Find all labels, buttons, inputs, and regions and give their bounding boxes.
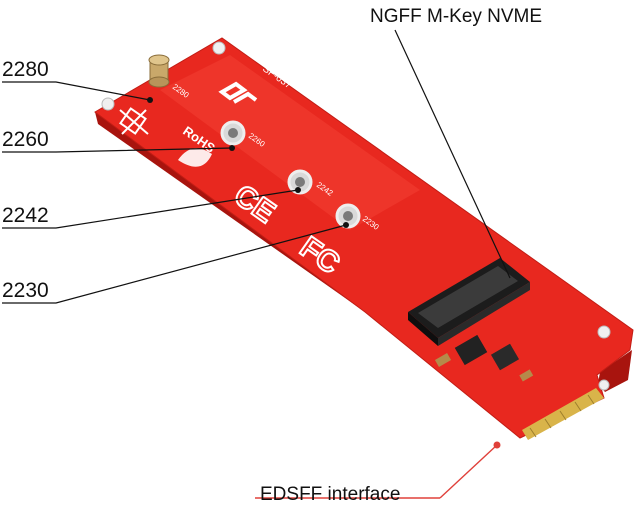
leader-lines [2,29,511,304]
corner-hole [598,379,610,391]
label-2260: 2260 [2,128,49,151]
capacitor [434,353,452,367]
hole-2260 [220,120,246,146]
weee-bin-icon [119,107,149,135]
interface-leader [255,441,501,499]
corner-hole [597,325,611,339]
rohs-leaf-icon [178,148,212,167]
leader-dot-2280 [147,97,153,103]
pcb-glare [160,55,420,230]
leader-dot-2260 [229,145,235,151]
label-2280: 2280 [2,58,49,81]
hole-2242 [287,169,313,195]
standoff-2280 [148,54,170,88]
leader-dot-2242 [295,187,301,193]
brand-logo [218,81,258,104]
capacitor [519,369,534,382]
corner-hole [101,97,115,111]
leader-dot-2230 [343,222,349,228]
label-connector: NGFF M-Key NVME [370,6,543,27]
label-2242: 2242 [2,204,49,227]
label-2230: 2230 [2,279,49,302]
chip [454,334,488,366]
edsff-gold-fingers [522,388,604,440]
label-interface: EDSFF interface [260,484,401,505]
m2-slot [408,258,530,346]
corner-hole [212,41,226,55]
chip [490,343,520,371]
